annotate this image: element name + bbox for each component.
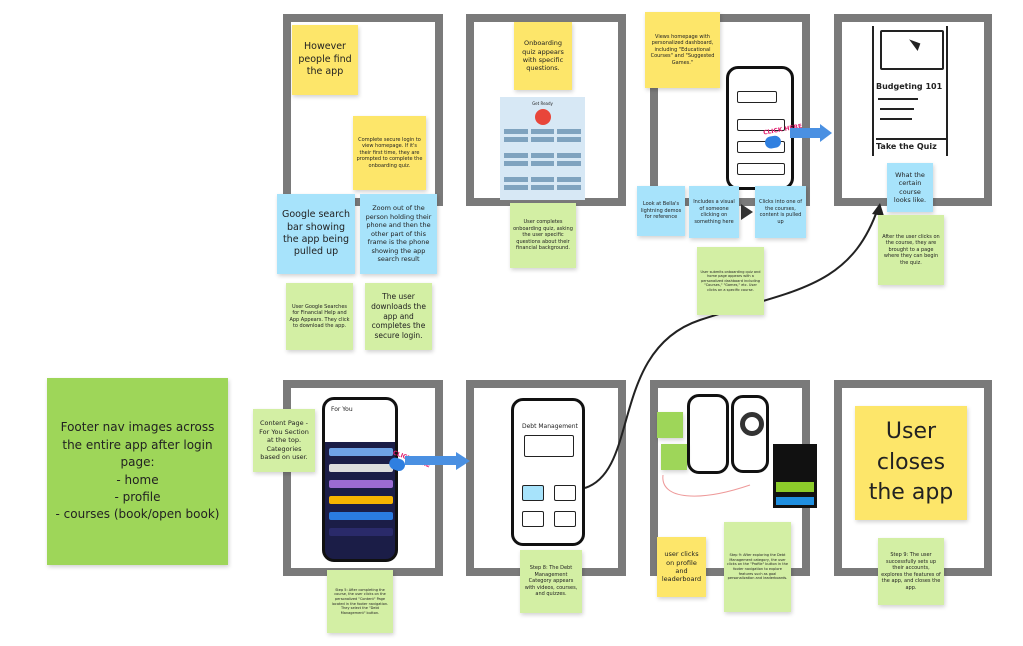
note-footer-nav: Footer nav images across the entire app … [47,378,228,565]
quiz-logo-icon [534,109,551,125]
debt-management-phone: Debt Management [511,398,585,546]
note-completes-quiz: User completes onboarding quiz, asking t… [510,203,576,268]
note-user-google: User Google Searches for Financial Help … [286,283,353,350]
blue-arrow-head-icon [456,452,470,470]
note-after-click: After the user clicks on the course, the… [878,215,944,285]
note-course-looks: What the certain course looks like. [887,163,933,212]
note-submits: User submits onboarding quiz and home pa… [697,247,764,315]
note-secure-login: Complete secure login to view homepage. … [353,116,426,190]
note-step5: Step 5: After completing the course, the… [327,570,393,633]
note-profile-click: user clicks on profile and leaderboard [657,537,706,597]
for-you-section: For You [325,400,395,442]
note-onboarding: Onboarding quiz appears with specific qu… [514,22,572,90]
onboarding-quiz-image: Get Ready [500,97,585,200]
homepage-phone-sketch [726,66,794,190]
take-quiz-button: Take the Quiz [876,138,948,151]
note-closes: User closes the app [855,406,967,520]
note-clicks-into: Clicks into one of the courses, content … [755,186,806,238]
leaderboard-screenshot [773,444,817,508]
note-step9b: Step 9: The user successfully sets up th… [878,538,944,605]
placeholder-note [661,444,687,470]
note-however: However people find the app [292,25,358,95]
blue-arrow-icon [405,456,457,465]
debt-header: Debt Management [522,423,578,430]
note-downloads: The user downloads the app and completes… [365,283,432,350]
video-placeholder [880,30,944,70]
placeholder-note [657,412,683,438]
note-views-home: Views homepage with personalized dashboa… [645,12,720,88]
course-title: Budgeting 101 [876,82,943,91]
blue-arrow-head-icon [820,124,832,142]
note-content-page: Content Page - For You Section at the to… [253,409,315,472]
note-zoom-out: Zoom out of the person holding their pho… [360,194,437,274]
profile-phone-sketch [687,394,729,474]
note-google-bar: Google search bar showing the app being … [277,194,355,274]
note-step9a: Step 9: After exploring the Debt Managem… [724,522,791,612]
leaderboard-phone-sketch [731,395,769,473]
note-visual: Includes a visual of someone clicking on… [689,186,739,238]
note-step8: Step 8: The Debt Management Category app… [520,550,582,613]
course-sketch: Budgeting 101 Take the Quiz [872,26,948,156]
next-arrow-icon [741,204,753,220]
quiz-title: Get Ready [532,101,553,106]
note-bella: Look at Bella's lightning demos for refe… [637,186,685,236]
blue-arrow-icon [790,128,822,138]
content-page-phone: For You [322,397,398,562]
